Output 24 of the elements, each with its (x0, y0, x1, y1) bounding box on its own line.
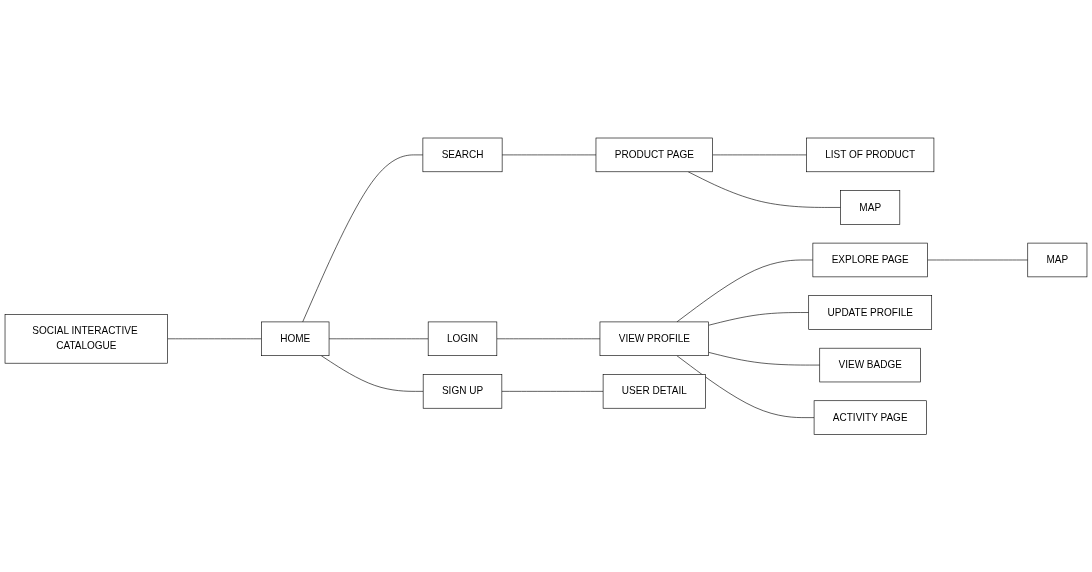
node-box: PRODUCT PAGE (595, 137, 713, 172)
node-box: SIGN UP (422, 373, 503, 409)
node-box: VIEW BADGE (819, 347, 921, 382)
node-box: UPDATE PROFILE (808, 295, 933, 330)
connector (708, 351, 821, 366)
connector (927, 259, 1029, 261)
node-box: LOGIN (427, 321, 498, 356)
connector (708, 311, 810, 326)
node-box: SEARCH (422, 137, 503, 172)
node-box: VIEW PROFILE (599, 321, 709, 356)
node-box: EXPLORE PAGE (812, 242, 928, 277)
node-box: ACTIVITY PAGE (813, 400, 927, 435)
node-box: SOCIAL INTERACTIVE CATALOGUE (4, 313, 168, 364)
connector (320, 355, 424, 392)
connector (676, 355, 815, 418)
node-box: LIST OF PRODUCT (806, 137, 935, 172)
connector (687, 171, 841, 208)
node-box: MAP (840, 189, 901, 225)
node-box: USER DETAIL (602, 373, 706, 409)
connector (167, 338, 262, 339)
node-box: HOME (261, 321, 330, 356)
connector (712, 154, 807, 155)
node-box: MAP (1027, 242, 1088, 277)
connector (676, 259, 814, 322)
